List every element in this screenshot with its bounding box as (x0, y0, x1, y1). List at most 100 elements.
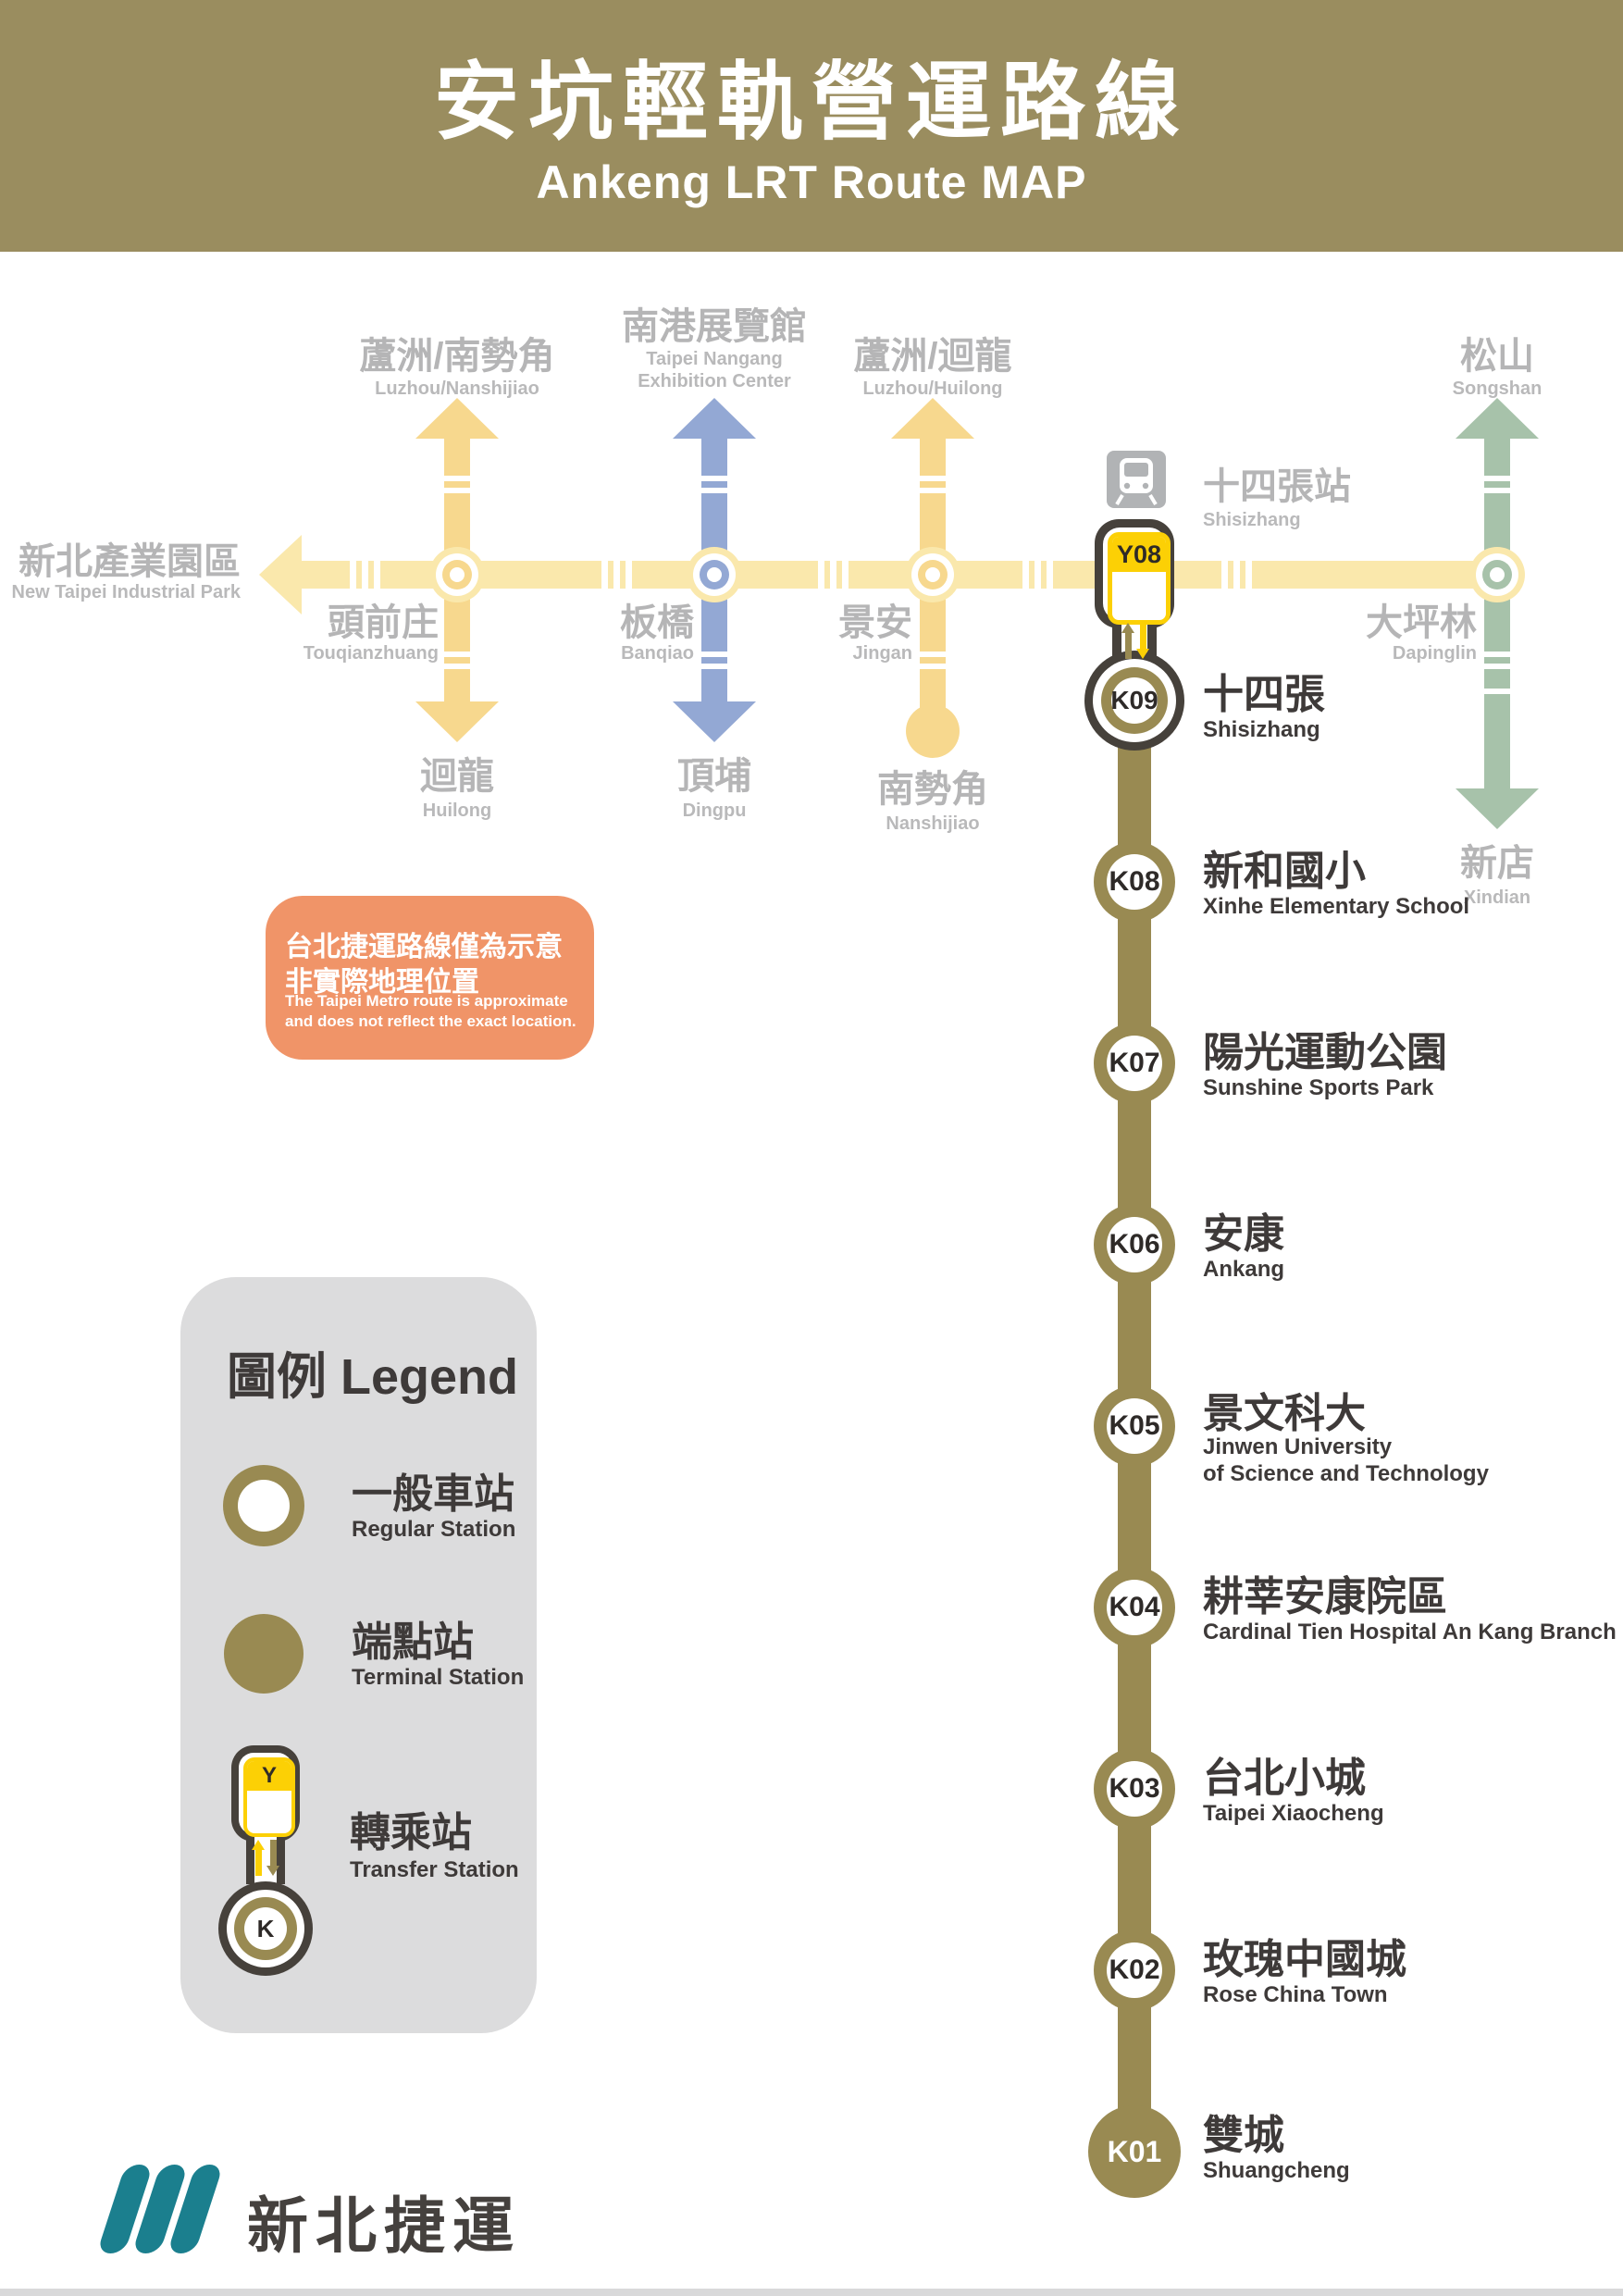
legend-title: 圖例 Legend (227, 1349, 519, 1405)
line-tick (701, 664, 727, 669)
line-tick (920, 476, 946, 481)
label-south-2-en: Dingpu (682, 800, 747, 821)
label-north-3-en: Luzhou/Huilong (862, 379, 1003, 399)
station-touqianzhuang (429, 547, 485, 602)
label-k03-zh: 台北小城 (1203, 1756, 1366, 1801)
station-k08: K08 (1094, 841, 1175, 923)
jingan-line-upper (920, 435, 946, 565)
station-k09-code: K09 (1110, 677, 1158, 724)
label-south-3-zh: 南勢角 (877, 769, 988, 810)
label-k05-zh: 景文科大 (1203, 1391, 1366, 1436)
label-north-3-zh: 蘆洲/迴龍 (853, 336, 1012, 377)
bannan-line-upper (701, 435, 727, 565)
zhonghe-xinlu-line-upper (444, 435, 470, 565)
legend-regular-station-icon (223, 1465, 304, 1546)
line-tick (1484, 689, 1510, 694)
y08-badge: Y08 (1108, 532, 1171, 625)
label-south-3-en: Nanshijiao (886, 813, 980, 834)
label-west-terminus-zh: 新北產業園區 (19, 541, 241, 582)
label-k02-en: Rose China Town (1203, 1982, 1388, 2007)
station-k08-code: K08 (1107, 854, 1162, 910)
legend-terminal-station-icon (224, 1614, 304, 1694)
line-tick (920, 664, 946, 669)
south-arrow-dingpu (673, 701, 756, 742)
label-touqianzhuang-zh: 頭前庄 (328, 602, 439, 643)
legend-regular-en: Regular Station (352, 1517, 516, 1542)
label-north-4-en: Songshan (1452, 379, 1542, 399)
line-tick (701, 476, 727, 481)
line-tick (1484, 488, 1510, 493)
station-k09: K09 (1084, 651, 1184, 751)
label-shisizhang-metro-zh: 十四張站 (1203, 466, 1351, 507)
station-k01-code: K01 (1107, 2134, 1162, 2168)
line-tick (444, 476, 470, 481)
label-jingan-zh: 景安 (838, 602, 912, 643)
circular-line (298, 561, 1497, 589)
south-arrow-xindian (1456, 788, 1539, 829)
label-k08-en: Xinhe Elementary School (1203, 894, 1470, 919)
station-k06: K06 (1094, 1204, 1175, 1285)
label-k04-zh: 耕莘安康院區 (1203, 1574, 1447, 1620)
station-k03-code: K03 (1107, 1761, 1162, 1817)
note-line4: and does not reflect the exact location. (285, 1012, 576, 1030)
transfer-arrow-down (1136, 623, 1149, 659)
y08-badge-code: Y08 (1112, 537, 1166, 572)
label-k01-en: Shuangcheng (1203, 2158, 1350, 2183)
legend-transfer-arrow-down (266, 1840, 279, 1876)
legend-y-badge: Y (243, 1757, 295, 1837)
station-k07: K07 (1094, 1023, 1175, 1104)
line-ticks (1022, 561, 1053, 589)
zhonghe-xinlu-line-lower (444, 585, 470, 705)
note-line1: 台北捷運路線僅為示意 (285, 932, 563, 962)
line-ticks (1221, 561, 1252, 589)
note-line3: The Taipei Metro route is approximate (285, 992, 568, 1010)
line-ticks (601, 561, 632, 589)
disclaimer-note (266, 896, 594, 1060)
page-subtitle: Ankeng LRT Route MAP (536, 156, 1087, 208)
legend-transfer-arrow-up (252, 1840, 265, 1876)
label-k04-en: Cardinal Tien Hospital An Kang Branch (1203, 1620, 1617, 1644)
legend-terminal-zh: 端點站 (352, 1620, 474, 1665)
note-line2: 非實際地理位置 (285, 967, 479, 998)
label-south-4-zh: 新店 (1460, 843, 1534, 884)
label-banqiao-en: Banqiao (621, 643, 694, 664)
label-k09-zh: 十四張 (1203, 672, 1325, 717)
line-tick (1484, 652, 1510, 657)
label-k03-en: Taipei Xiaocheng (1203, 1801, 1384, 1826)
label-k07-en: Sunshine Sports Park (1203, 1075, 1434, 1100)
train-icon (1107, 451, 1166, 508)
label-shisizhang-metro-en: Shisizhang (1203, 510, 1301, 530)
bannan-line-lower (701, 585, 727, 705)
label-k06-en: Ankang (1203, 1257, 1285, 1282)
label-north-2-en2: Exhibition Center (638, 371, 791, 391)
label-banqiao-zh: 板橋 (620, 602, 694, 643)
label-south-2-zh: 頂埔 (677, 756, 751, 797)
legend-transfer-zh: 轉乘站 (350, 1810, 472, 1855)
label-north-4-zh: 松山 (1460, 336, 1534, 377)
bottom-edge-strip (0, 2289, 1623, 2296)
station-k07-code: K07 (1107, 1036, 1162, 1091)
line-tick (701, 488, 727, 493)
north-arrow-luzhou-huilong (891, 398, 974, 439)
label-k05-en2: of Science and Technology (1203, 1461, 1489, 1486)
page-title: 安坑輕軌營運路線 (433, 56, 1190, 150)
station-k05: K05 (1094, 1385, 1175, 1467)
legend-k-circle-code: K (244, 1907, 287, 1950)
line-tick (1484, 664, 1510, 669)
station-k01: K01 (1088, 2105, 1181, 2198)
north-arrow-luzhou-nanshijiao (415, 398, 499, 439)
legend-transfer-en: Transfer Station (350, 1857, 519, 1882)
label-dapinglin-zh: 大坪林 (1366, 602, 1477, 643)
label-touqianzhuang-en: Touqianzhuang (303, 643, 439, 664)
line-tick (444, 488, 470, 493)
line-tick (444, 664, 470, 669)
label-west-terminus-en: New Taipei Industrial Park (11, 582, 241, 602)
header-band: 安坑輕軌營運路線 Ankeng LRT Route MAP (0, 0, 1623, 252)
label-north-2-en1: Taipei Nangang (646, 349, 783, 369)
label-north-1-en: Luzhou/Nanshijiao (375, 379, 539, 399)
station-jingan (905, 547, 960, 602)
station-k03: K03 (1094, 1748, 1175, 1830)
north-arrow-songshan (1456, 398, 1539, 439)
legend-y-badge-code: Y (247, 1761, 291, 1791)
brand-name: 新北捷運 (247, 2191, 521, 2260)
